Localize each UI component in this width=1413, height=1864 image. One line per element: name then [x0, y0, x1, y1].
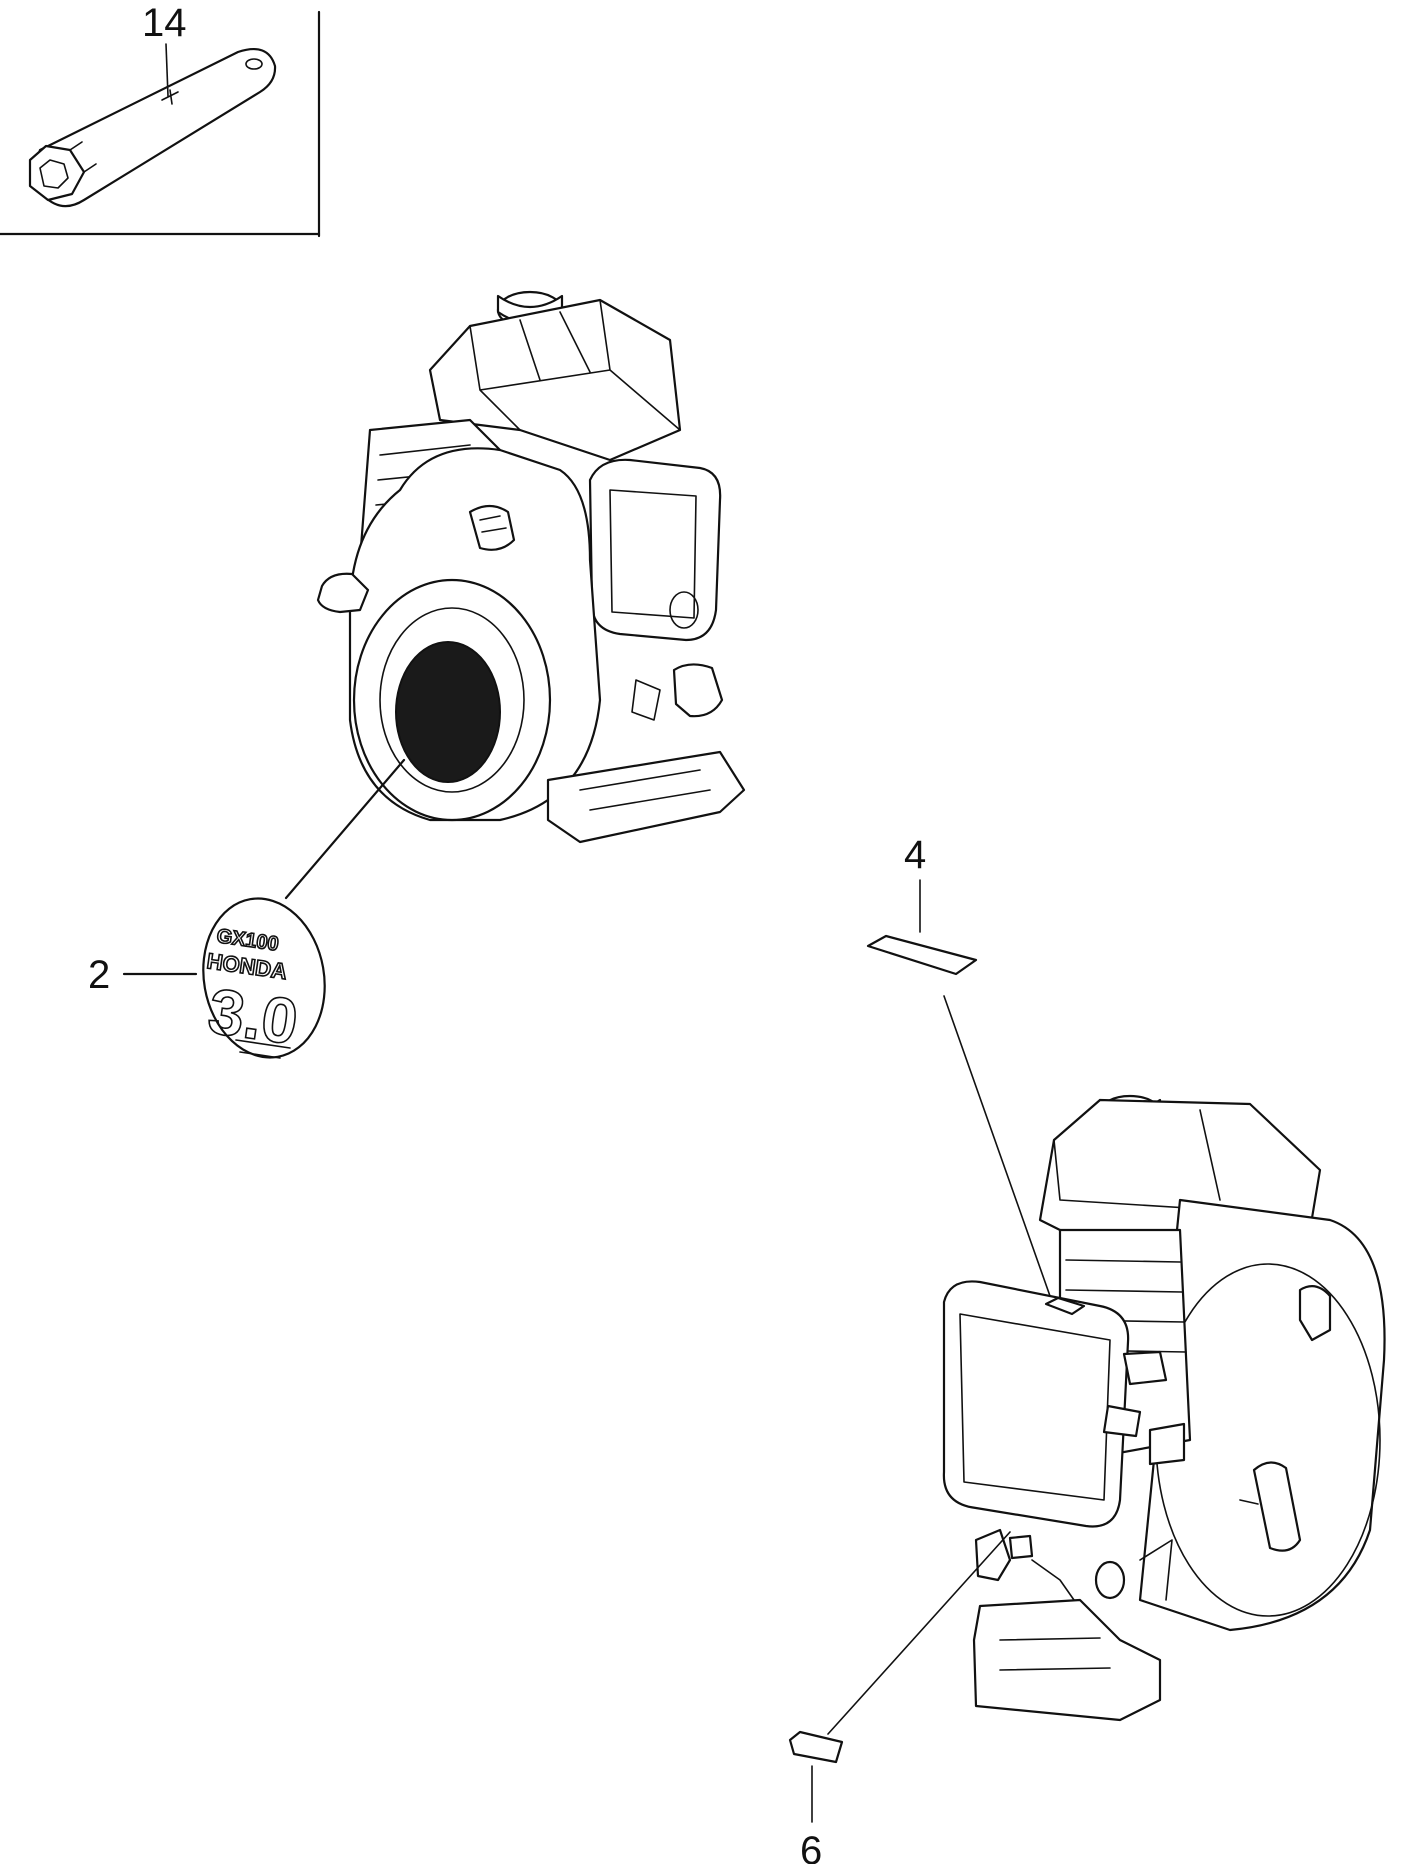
label-part-4[interactable] [866, 934, 978, 976]
emblem-part[interactable]: GX100 HONDA 3.0 [191, 889, 337, 1067]
leader-4 [943, 995, 1051, 1297]
inset-box [0, 10, 321, 238]
callout-2-label: 2 [88, 953, 110, 997]
label-6-location [1008, 1534, 1034, 1560]
label-part-6[interactable] [788, 1730, 844, 1764]
callout-14-label: 14 [142, 1, 187, 45]
leader-14 [165, 43, 169, 97]
emblem-rating: 3.0 [204, 975, 302, 1059]
leader-2-to-engine [284, 758, 406, 900]
leader-6 [827, 1531, 1011, 1735]
engine-upper [316, 290, 746, 844]
label-4-location [1044, 1296, 1086, 1316]
callout-4-label: 4 [904, 833, 926, 877]
plug-wrench[interactable] [28, 48, 277, 208]
engine-lower [942, 1094, 1386, 1722]
emblem-location [395, 641, 501, 783]
callout-6-label: 6 [800, 1829, 822, 1864]
